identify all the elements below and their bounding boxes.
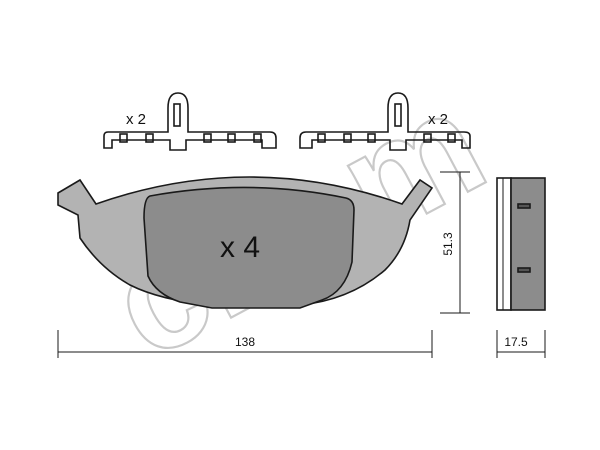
left-clip-quantity: x 2 <box>126 111 146 128</box>
right-clip <box>299 92 471 151</box>
width-dimension-label: 138 <box>235 335 255 349</box>
pad-side-view <box>496 177 546 311</box>
height-dimension <box>440 171 470 314</box>
height-dimension-label: 51.3 <box>441 232 455 256</box>
pad-friction-material <box>143 186 355 309</box>
left-clip <box>103 92 277 151</box>
right-clip-quantity: x 2 <box>428 111 448 128</box>
pad-quantity: x 4 <box>220 231 260 264</box>
thickness-dimension <box>496 330 546 358</box>
width-dimension <box>57 330 433 358</box>
thickness-dimension-label: 17.5 <box>504 335 528 349</box>
